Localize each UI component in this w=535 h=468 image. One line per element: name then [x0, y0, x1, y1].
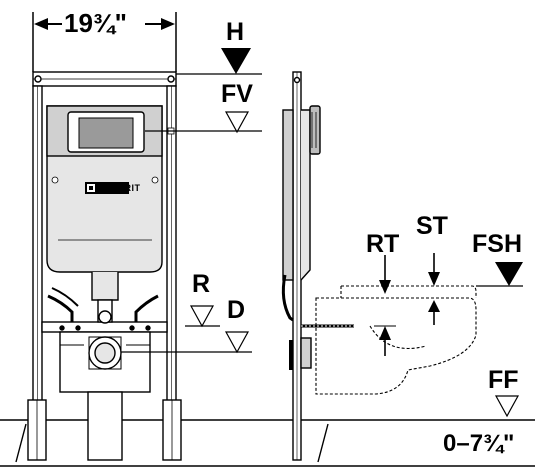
fv-marker	[145, 111, 262, 134]
h-arrow-icon	[221, 48, 251, 74]
depth-range-label: 0–7¾"	[443, 430, 515, 457]
r-label: R	[192, 270, 211, 298]
ff-triangle-icon	[494, 395, 520, 418]
rt-arrow-icon	[379, 280, 391, 294]
brand-name: GEBERIT	[97, 183, 141, 193]
h-marker	[176, 48, 262, 75]
r-marker	[185, 305, 220, 328]
wall-hung-toilet	[315, 285, 477, 395]
st-arrow-up-icon	[428, 300, 440, 312]
fv-triangle-icon	[224, 111, 250, 134]
width-dimension	[32, 12, 177, 72]
mount-screw-icon	[34, 75, 42, 83]
actuator-plate	[309, 105, 321, 155]
d-label: D	[227, 296, 246, 324]
side-frame	[281, 71, 354, 461]
st-label: ST	[416, 212, 448, 240]
r-triangle-icon	[189, 305, 215, 328]
rt-arrow-up-icon	[379, 326, 391, 340]
h-label: H	[226, 18, 245, 46]
width-dimension-label: 19¾"	[64, 8, 127, 38]
d-marker	[121, 331, 252, 354]
width-arrow-right-icon	[161, 18, 175, 30]
rt-label: RT	[366, 230, 400, 258]
seat-markers	[374, 253, 523, 418]
fv-label: FV	[221, 80, 253, 108]
fsh-label: FSH	[472, 230, 522, 258]
fsh-arrow-icon	[495, 262, 523, 286]
front-frame	[27, 71, 182, 461]
ff-label: FF	[488, 366, 519, 394]
drain-outlet	[47, 287, 159, 370]
width-arrow-left-icon	[34, 18, 48, 30]
d-triangle-icon	[224, 331, 250, 354]
mount-screw-icon	[167, 75, 175, 83]
brand-badge	[85, 182, 129, 194]
cistern	[46, 105, 175, 324]
st-arrow-icon	[428, 272, 440, 286]
